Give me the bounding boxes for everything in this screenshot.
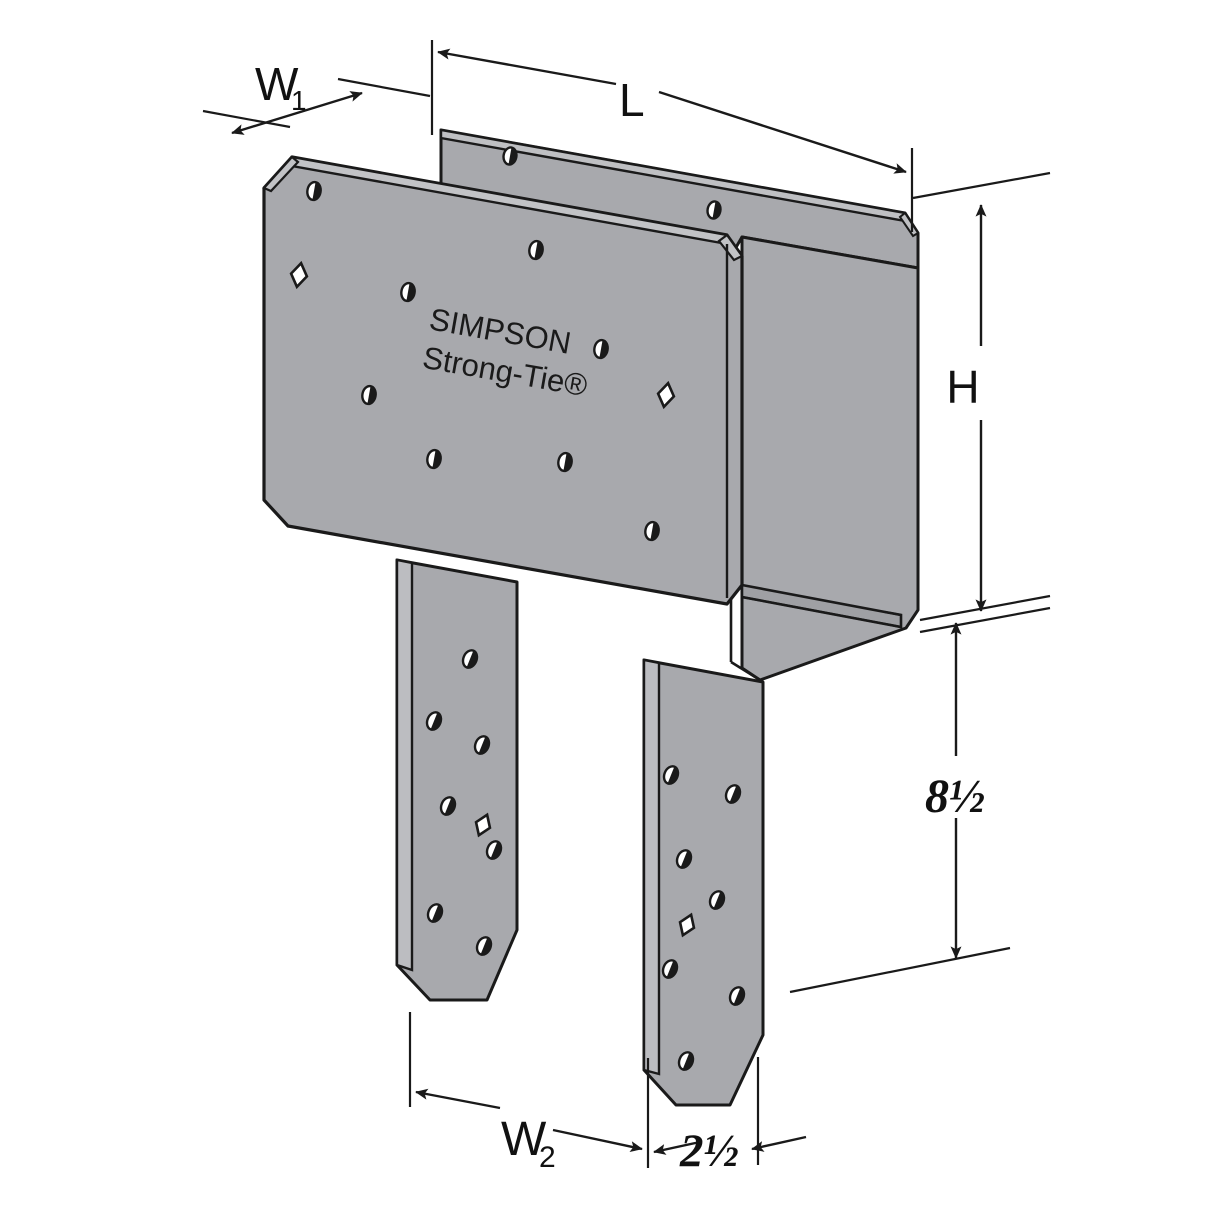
left-strap-holes xyxy=(425,649,503,956)
right-strap-fold-band xyxy=(642,658,661,1076)
w1-dimension-line xyxy=(231,91,363,135)
round-hole xyxy=(461,649,479,669)
round-hole xyxy=(661,959,679,979)
dimension-l: L xyxy=(430,40,914,232)
right-wall-bottom-fold xyxy=(730,660,761,682)
w2-dimension-line-right xyxy=(552,1128,643,1152)
round-hole xyxy=(306,180,322,202)
diamond-hole xyxy=(678,912,696,938)
round-hole xyxy=(708,890,726,910)
round-hole xyxy=(706,200,722,220)
left-strap-fold-band xyxy=(395,558,414,972)
dimension-h: H xyxy=(912,171,1051,622)
round-hole xyxy=(425,711,443,731)
round-hole xyxy=(675,849,693,869)
h85-label: 8½ xyxy=(925,770,985,823)
round-hole xyxy=(644,520,660,542)
round-hole xyxy=(677,1051,695,1071)
round-hole xyxy=(361,384,377,406)
h-label: H xyxy=(946,361,979,413)
w2-dimension-line-left xyxy=(415,1088,501,1110)
round-hole xyxy=(502,146,518,166)
h85-extension-bottom xyxy=(789,946,1011,994)
bracket-assembly: SIMPSON Strong-Tie® xyxy=(262,128,920,1107)
near-plate-left-chamfer-edge xyxy=(262,155,300,193)
diamond-hole xyxy=(656,380,676,410)
l-label: L xyxy=(619,74,645,126)
round-hole xyxy=(426,903,444,923)
near-plate-right-chamfer-edge xyxy=(717,233,744,262)
l-dimension-line-right xyxy=(658,90,907,174)
w2-label: W xyxy=(501,1113,547,1166)
round-hole xyxy=(485,840,503,860)
seat-plate-hint-line xyxy=(884,610,902,617)
w25-dimension-line-right xyxy=(751,1135,807,1152)
w2-label-subscript: 2 xyxy=(539,1141,556,1174)
round-hole xyxy=(662,765,680,785)
right-strap xyxy=(642,658,765,1107)
round-hole xyxy=(475,936,493,956)
dimension-w2: W 2 xyxy=(408,1012,650,1174)
left-strap-face xyxy=(395,558,519,1002)
near-side-plate: SIMPSON Strong-Tie® xyxy=(262,155,744,606)
w1-label-subscript: 1 xyxy=(291,85,307,116)
round-hole xyxy=(439,796,457,816)
round-hole xyxy=(426,448,442,470)
far-plate-chamfer-edge xyxy=(898,211,920,238)
right-strap-face xyxy=(642,658,765,1107)
w25-label: 2½ xyxy=(679,1125,739,1177)
l-dimension-line-left xyxy=(437,48,617,86)
h-extension-top xyxy=(912,171,1051,200)
dimension-2-half: 2½ xyxy=(653,1057,807,1177)
w1-extension-right xyxy=(337,77,431,98)
seat-plate-lower-line xyxy=(741,595,902,629)
left-strap xyxy=(395,558,519,1002)
diamond-hole xyxy=(289,260,309,290)
round-hole xyxy=(557,451,573,473)
round-hole xyxy=(528,239,544,261)
round-hole xyxy=(724,784,742,804)
round-hole xyxy=(400,281,416,303)
h85-extension-top xyxy=(919,606,1051,634)
dimension-8-half: 8½ xyxy=(789,606,1051,994)
right-strap-holes xyxy=(661,765,746,1071)
round-hole xyxy=(728,986,746,1006)
bottom-seat-plate xyxy=(740,583,903,629)
near-plate-holes xyxy=(289,180,676,542)
round-hole xyxy=(593,338,609,360)
dimension-w1: W 1 xyxy=(202,58,431,135)
diamond-hole xyxy=(474,812,492,838)
round-hole xyxy=(473,735,491,755)
w1-label: W xyxy=(255,58,299,110)
w25-dimension-line-left xyxy=(653,1140,701,1155)
